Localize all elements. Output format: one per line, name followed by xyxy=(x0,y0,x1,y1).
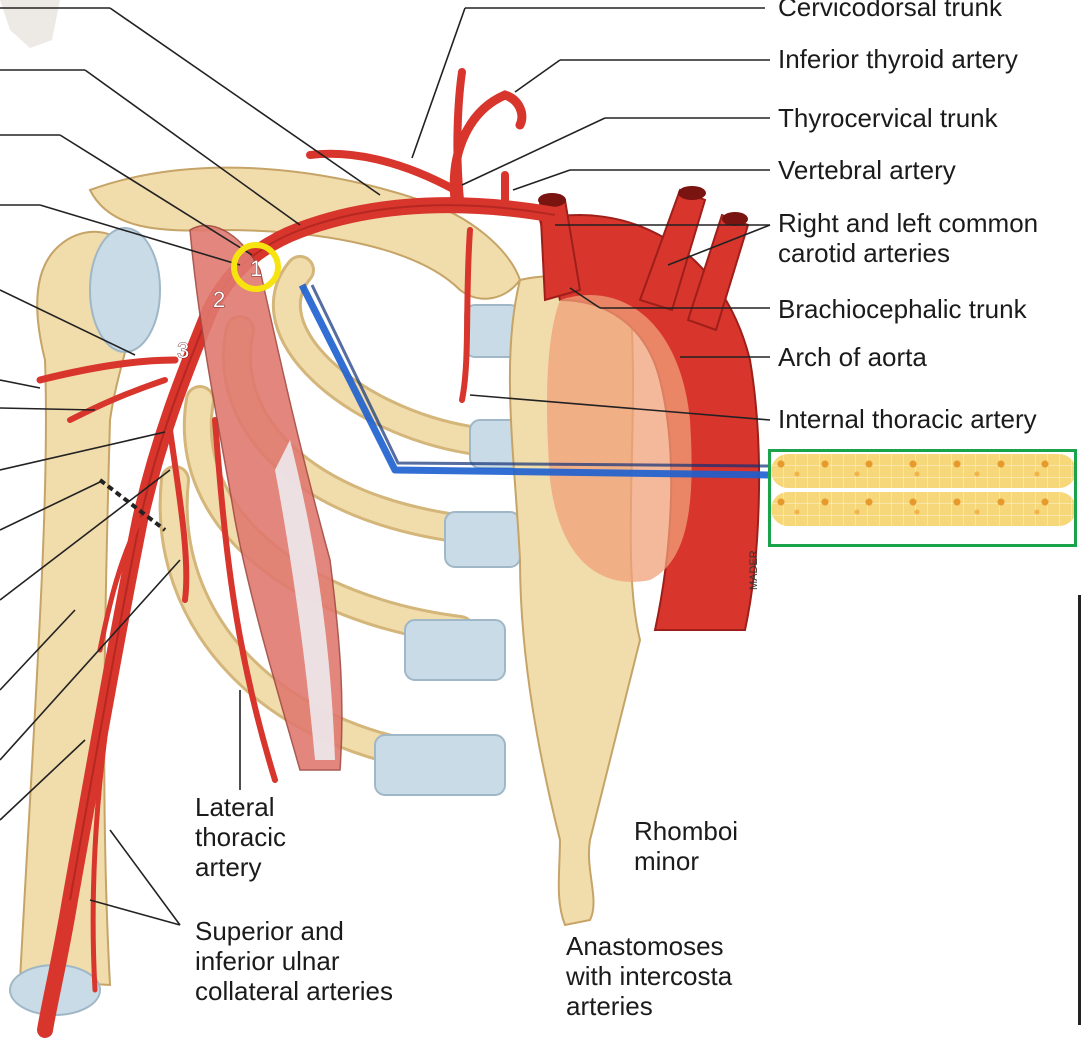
subclavian-artery-shade xyxy=(69,204,556,901)
label-inferior-thyroid-artery: Inferior thyroid artery xyxy=(778,44,1018,74)
label-arch-of-aorta: Arch of aorta xyxy=(778,342,927,372)
label-vertebral-artery: Vertebral artery xyxy=(778,155,956,185)
vessel-opening-1 xyxy=(538,193,566,207)
artist-signature: MADER xyxy=(748,550,760,590)
label-thyrocervical-trunk: Thyrocervical trunk xyxy=(778,103,998,133)
arterial-branches xyxy=(36,68,527,993)
cropped-white-area xyxy=(1000,575,1081,1040)
top-left-fragment xyxy=(0,0,60,48)
label-common-carotid-arteries: Right and left common carotid arteries xyxy=(778,208,1039,268)
answer-box-pattern-bottom xyxy=(771,492,1074,526)
label-lateral-thoracic-artery: Lateral thoracic artery xyxy=(195,792,287,882)
label-cervicodorsal-trunk: Cervicodorsal trunk xyxy=(778,0,1002,22)
label-rhomboid-minor: Rhomboi minor xyxy=(634,816,739,876)
leader-lines xyxy=(0,7,771,926)
segment-number-1: 1 xyxy=(250,256,262,281)
vessel-opening-3 xyxy=(722,212,748,226)
answer-box[interactable] xyxy=(768,449,1077,547)
pericardium-overlay xyxy=(547,295,692,582)
answer-box-pattern-top xyxy=(771,454,1074,488)
vessel-opening-2 xyxy=(678,186,706,200)
humeral-head-cartilage xyxy=(89,227,161,353)
pointer-line-shade xyxy=(310,284,769,468)
highlight-circle[interactable] xyxy=(231,242,281,292)
dashed-marker xyxy=(98,478,167,532)
common-carotid-right xyxy=(638,188,707,312)
costal-cartilages xyxy=(374,304,531,796)
label-ulnar-collateral-arteries: Superior and inferior ulnar collateral a… xyxy=(195,916,393,1006)
pectoralis-minor-tendon xyxy=(275,440,335,760)
right-edge-line xyxy=(1078,595,1081,1025)
segment-number-2: 2 xyxy=(213,287,225,312)
label-anastomoses: Anastomoses with intercosta arteries xyxy=(566,931,733,1021)
label-internal-thoracic-artery: Internal thoracic artery xyxy=(778,404,1037,434)
label-brachiocephalic-trunk: Brachiocephalic trunk xyxy=(778,294,1027,324)
segment-number-3: 3 xyxy=(177,338,189,363)
pointer-line xyxy=(298,283,769,479)
